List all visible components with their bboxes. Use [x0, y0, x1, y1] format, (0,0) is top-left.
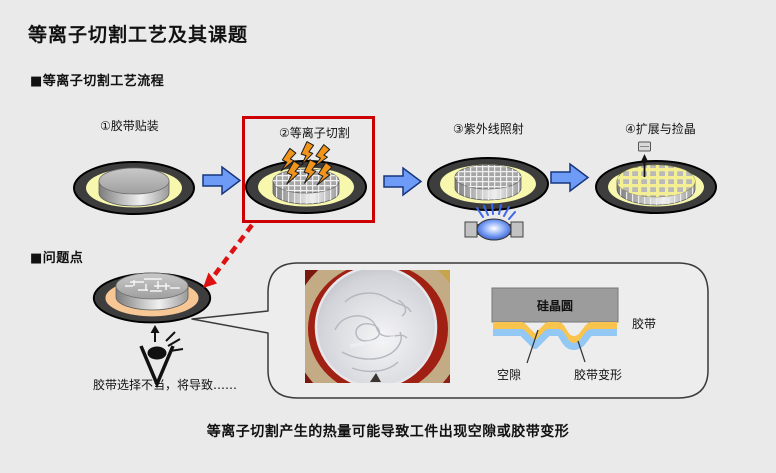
flow-arrow-1: [202, 166, 241, 195]
wafer-problem-cracked: [92, 272, 212, 389]
diagram-wafer-label: 硅晶圆: [536, 299, 573, 313]
page-title: 等离子切割工艺及其课题: [28, 24, 249, 46]
flow-arrow-2: [383, 167, 422, 196]
step2-label: ②等离子切割: [279, 126, 350, 140]
step4-label: ④扩展与捡晶: [625, 122, 696, 136]
dashed-problem-arrow: [203, 223, 254, 288]
diagram-deform-label: 胶带变形: [574, 368, 623, 382]
callout-bubble: [191, 262, 709, 399]
wafer-step4-expand-pick: [595, 141, 717, 214]
flow-arrow-3: [550, 163, 589, 192]
diagram-tape-label: 胶带: [632, 317, 657, 331]
section-problem-points: ■问题点: [30, 251, 84, 266]
bottom-caption: 等离子切割产生的热量可能导致工件出现空隙或胶带变形: [206, 424, 570, 440]
step3-label: ③紫外线照射: [453, 122, 524, 136]
step1-label: ①胶带贴装: [100, 119, 159, 133]
diagram-void-label: 空隙: [497, 368, 522, 382]
problem-note: 胶带选择不当，将导致……: [93, 378, 238, 392]
uv-lamp-icon: [464, 203, 524, 241]
step2-highlight-box: [242, 116, 375, 223]
problem-photo: [305, 270, 450, 383]
section-process-flow: ■等离子切割工艺流程: [30, 74, 165, 89]
wafer-step1-tape-mount: [73, 161, 195, 215]
picked-die-icon: [638, 141, 651, 177]
pickup-fail-arrow: [150, 325, 160, 342]
wafer-step3-uv-irradiation: [427, 157, 549, 241]
